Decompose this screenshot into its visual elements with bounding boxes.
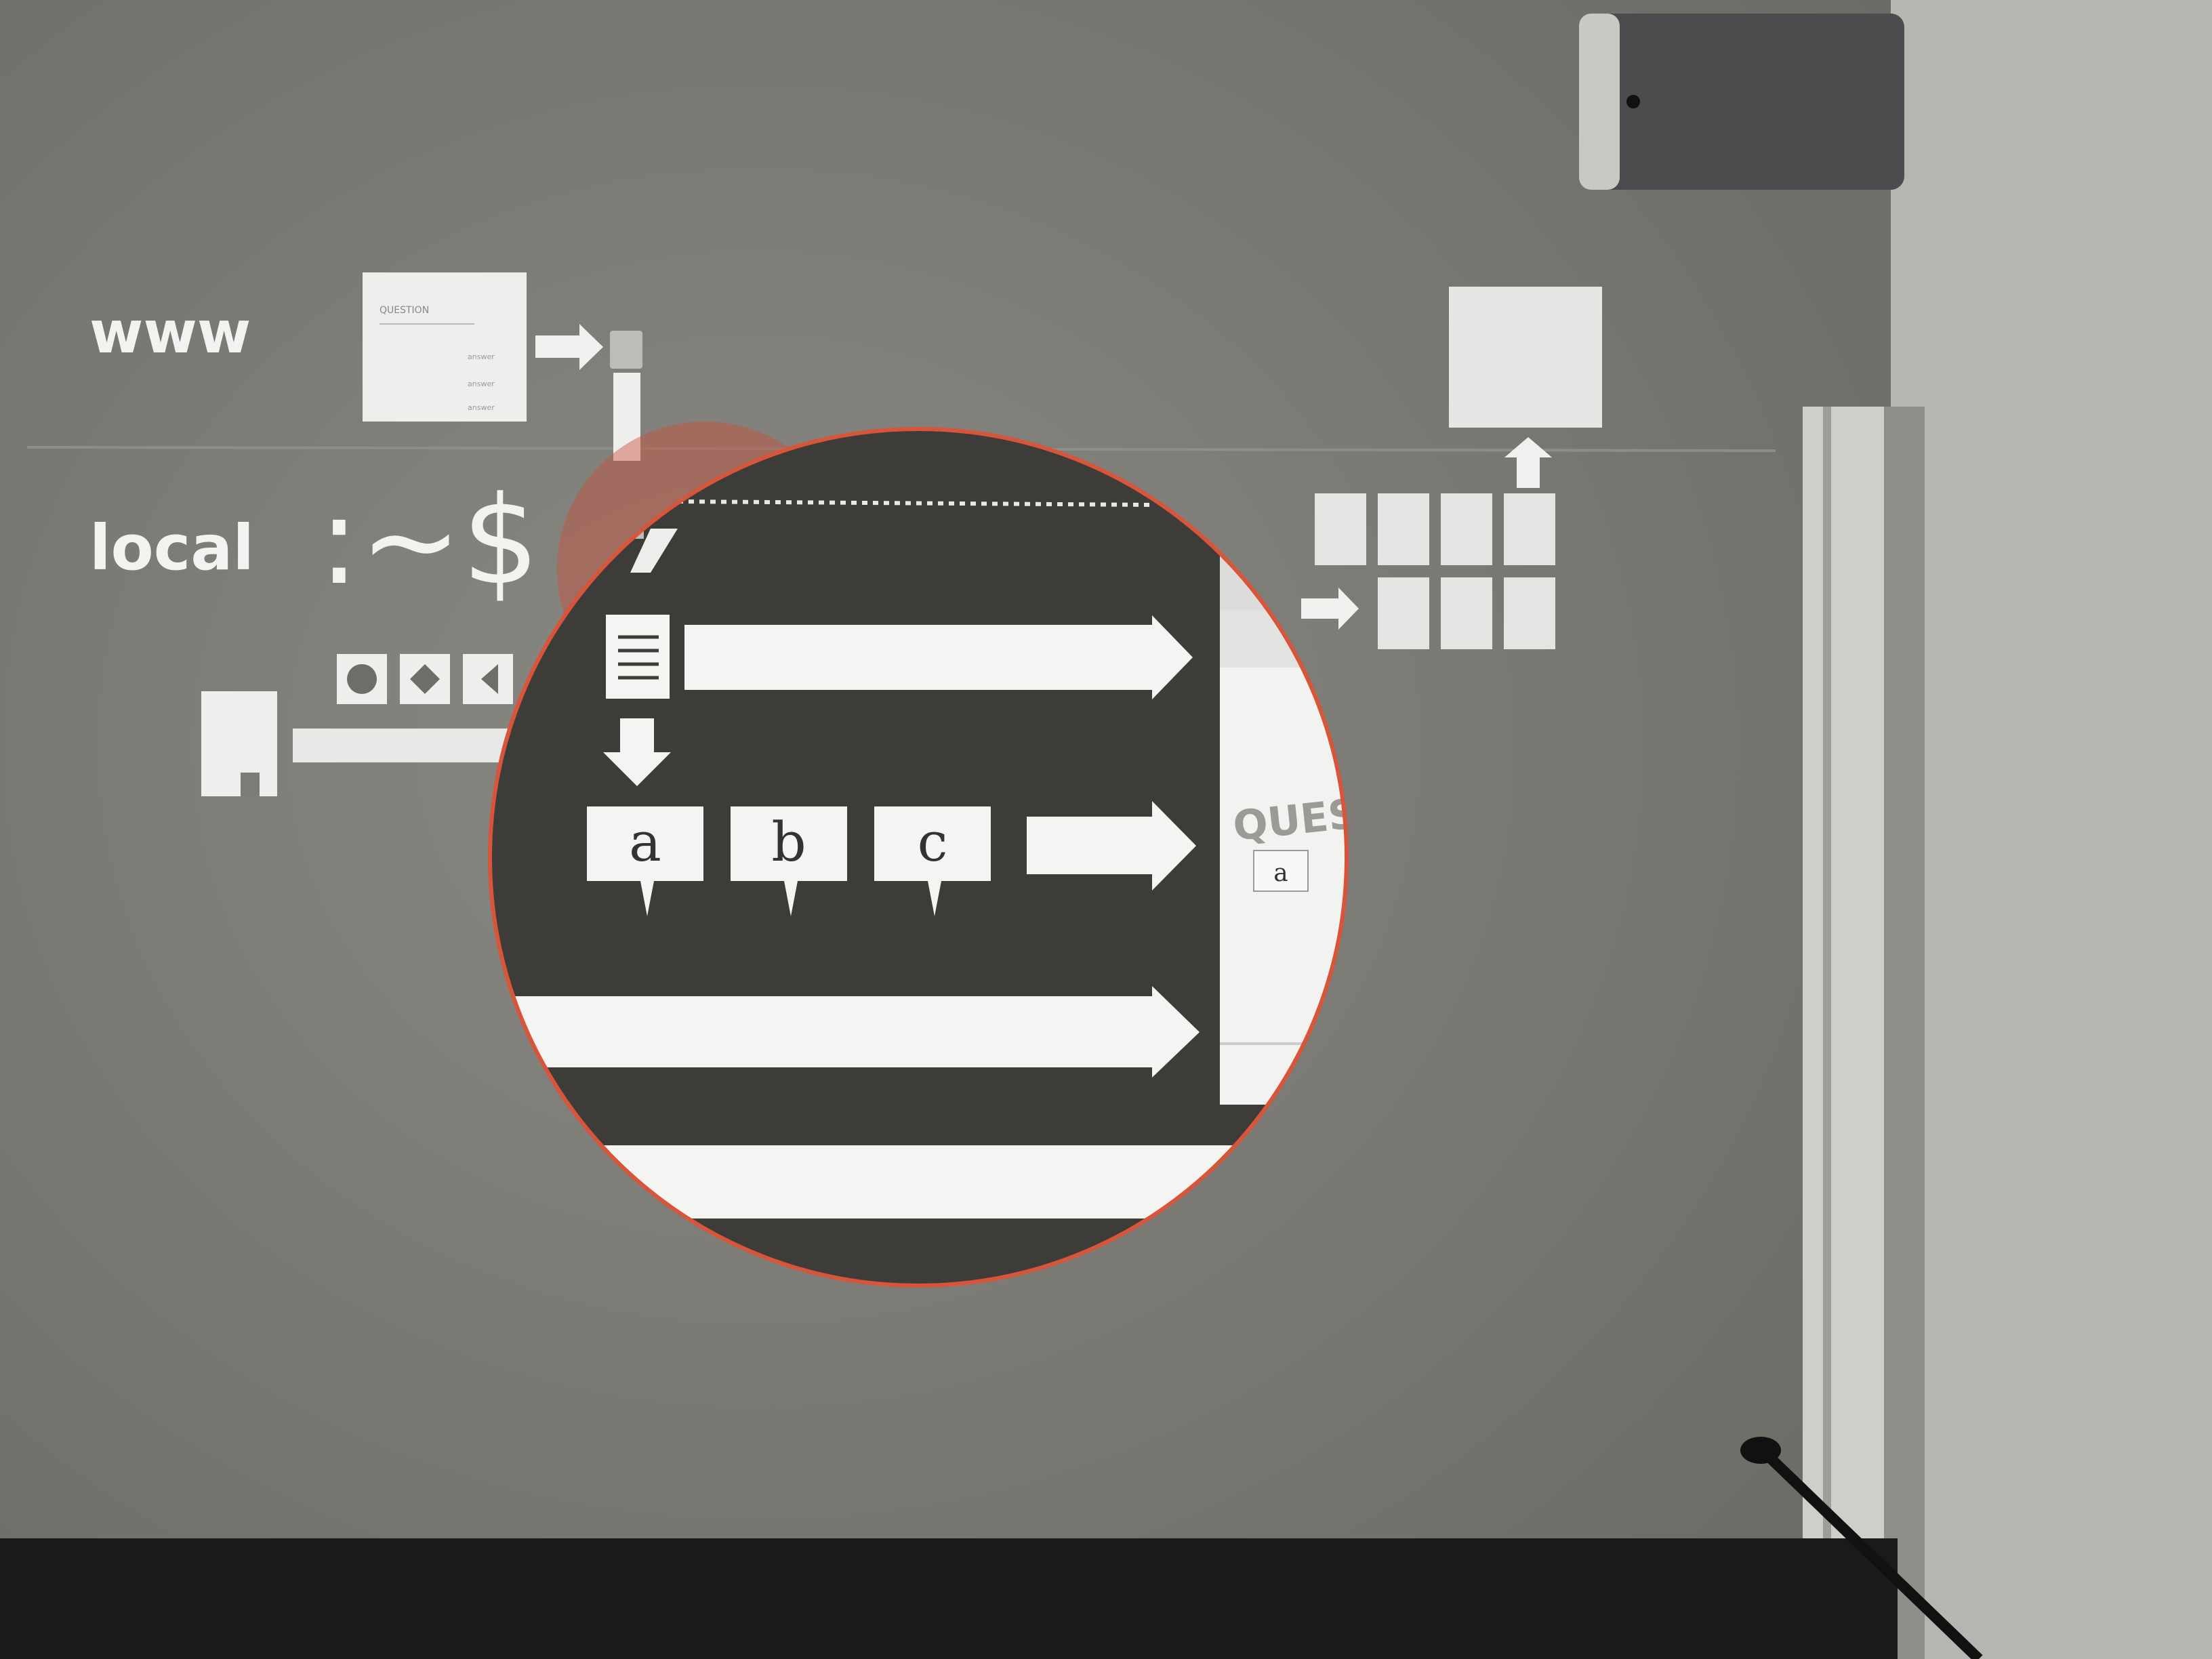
web-card-option: answer xyxy=(468,352,495,361)
record-icon xyxy=(347,664,377,694)
arrow-right-icon xyxy=(1027,801,1196,890)
arrow-right-icon xyxy=(1301,588,1359,630)
thumbnail-grid xyxy=(1315,493,1555,649)
stop-icon xyxy=(410,664,440,694)
arrow-up-icon xyxy=(1504,437,1552,488)
output-card xyxy=(1449,287,1602,428)
microphone-icon xyxy=(1740,1437,1781,1464)
label-www: www xyxy=(89,299,251,367)
answer-bubble: b xyxy=(731,806,847,916)
answer-label: c xyxy=(918,811,948,874)
arrow-right-icon xyxy=(535,324,603,370)
shell-prompt: :~$ xyxy=(319,470,539,612)
arrow-down-icon xyxy=(603,718,671,786)
spotlight-circle xyxy=(488,427,1349,1288)
microphone-stand xyxy=(1751,1439,1983,1659)
device-icon xyxy=(201,691,277,796)
label-local: local xyxy=(89,512,254,584)
answer-bubble: c xyxy=(874,806,991,916)
answer-label: a xyxy=(629,811,661,874)
rewind-icon xyxy=(481,664,498,694)
arrow-down-icon xyxy=(613,373,640,461)
arrow-down-left-icon xyxy=(630,529,678,573)
web-card-option: answer xyxy=(468,380,495,388)
arrow-right-icon xyxy=(490,986,1200,1078)
answer-label: b xyxy=(771,811,806,874)
web-card-option: answer xyxy=(468,403,495,412)
dotted-line xyxy=(677,499,1153,507)
wall-shadow xyxy=(1884,407,1925,1659)
wall xyxy=(1891,0,2212,1659)
answer-bubble: a xyxy=(587,806,703,916)
web-question-card: QUESTION answer answer answer xyxy=(363,272,527,422)
connector-bar xyxy=(293,729,516,762)
screen-edge xyxy=(1803,407,1884,1659)
arrow-right-icon xyxy=(684,615,1193,699)
document-icon xyxy=(603,612,672,701)
web-card-title: QUESTION xyxy=(380,305,429,316)
media-controls xyxy=(337,654,513,704)
document-icon xyxy=(610,331,642,369)
speaker xyxy=(1579,14,1904,190)
panel-answer-label: a xyxy=(1273,859,1288,887)
screen-bottom-band xyxy=(0,1538,1898,1659)
